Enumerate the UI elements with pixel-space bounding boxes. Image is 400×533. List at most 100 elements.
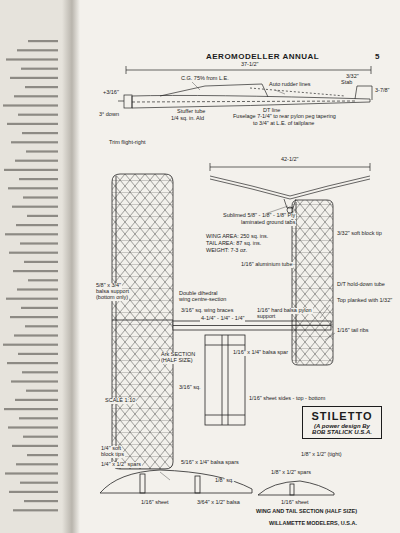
plan-label: D/T hold-down tube (336, 282, 386, 288)
title-box: STILETTO(A power design By BOB STALICK U… (302, 406, 382, 439)
text-line-mark (18, 353, 58, 355)
plan-label: Top planked with 1/32" (336, 298, 393, 304)
plan-label: 3/64" x 1/2" balsa (196, 500, 241, 506)
text-line-mark (20, 242, 58, 244)
plan-label: Auto rudder lines (268, 82, 312, 88)
plan-label: 3/32" soft block tip (336, 231, 383, 237)
text-line-mark (10, 316, 58, 318)
plan-label: 3/16" sq. wing braces (180, 308, 234, 314)
plan-label: 1/16" sheet sides - top - bottom (248, 396, 326, 402)
text-line-mark (28, 279, 58, 281)
tail-planform (292, 200, 333, 365)
text-line-mark (22, 371, 58, 373)
plan-label: 1/4" soft (100, 446, 122, 452)
text-line-mark (3, 104, 58, 106)
plan-label: 1/4" x 1/2" spars (100, 462, 142, 468)
plan-label: WING AREA: 250 sq. ins. (205, 234, 269, 240)
plan-label: 3° down (98, 112, 120, 118)
airfoil-sections (100, 470, 334, 495)
text-line-mark (7, 123, 58, 125)
running-head: 5 (374, 53, 381, 61)
text-line-mark (27, 454, 58, 456)
text-line-mark (25, 86, 58, 88)
text-line-mark (13, 509, 58, 511)
plan-label: 1/16" tail ribs (336, 328, 370, 334)
plan-label: 1/16" sheet (280, 500, 310, 506)
text-line-mark (4, 169, 58, 171)
wing-planform (112, 174, 173, 469)
plan-label: Double dihedral (178, 291, 219, 297)
text-line-mark (25, 325, 58, 327)
plan-label: 5/16" x 1/4" balsa spars (180, 460, 240, 466)
plan-label: 1/16" aluminium tube (240, 262, 293, 268)
text-line-mark (11, 141, 58, 143)
text-line-mark (19, 178, 58, 180)
plan-label: 3/16" sq. (178, 385, 202, 391)
plan-label: WILLAMETTE MODELERS, U.S.A. (268, 521, 358, 527)
plan-label: 1/8" sq. (214, 478, 234, 484)
text-line-mark (26, 150, 58, 152)
plan-label: 42-1/2" (280, 157, 300, 163)
plan-label: 3-7/8" (374, 88, 391, 94)
text-line-mark (17, 49, 58, 51)
gutter-shadow (62, 0, 80, 533)
plan-label: to 3/4" at L.E. of tailplane (252, 121, 315, 127)
plan-label: Stab (340, 80, 353, 86)
text-line-mark (8, 426, 58, 428)
running-head: AEROMODELLER ANNUAL (205, 53, 320, 61)
plan-label: laminated ground tabs (240, 220, 296, 226)
plan-label: Stuffer tube (176, 109, 206, 115)
plan-label: Ark SECTION (160, 352, 196, 358)
plan-label: 3/32" (345, 74, 360, 80)
text-line-mark (8, 187, 58, 189)
facing-page-text (3, 40, 58, 511)
design-title: STILETTO (308, 410, 376, 422)
text-line-mark (16, 224, 58, 226)
text-line-mark (22, 132, 58, 134)
text-line-mark (13, 270, 58, 272)
plan-label: balsa support (95, 289, 130, 295)
plan-label: Sublimed 5/8" - 1/8" - 1/8" Ply (222, 213, 296, 219)
text-line-mark (9, 491, 58, 493)
text-line-mark (5, 472, 58, 474)
plan-label: (HALF SIZE) (160, 358, 193, 364)
facing-page (0, 0, 66, 533)
text-line-mark (12, 206, 58, 208)
plan-label: (bottom only) (95, 295, 129, 301)
text-line-mark (23, 196, 58, 198)
plan-label: 1/16" sheet (140, 500, 170, 506)
text-line-mark (21, 68, 58, 70)
text-line-mark (23, 436, 58, 438)
text-line-mark (9, 252, 58, 254)
text-line-mark (7, 362, 58, 364)
text-line-mark (19, 417, 58, 419)
text-line-mark (6, 298, 58, 300)
text-line-mark (4, 408, 58, 410)
plan-label: support (256, 314, 276, 320)
text-line-mark (28, 40, 58, 42)
text-line-mark (5, 233, 58, 235)
front-view (210, 163, 370, 213)
plan-label: 1/16" x 1/4" balsa spar (232, 350, 289, 356)
text-line-mark (14, 95, 58, 97)
text-line-mark (14, 334, 58, 336)
plan-label: WING AND TAIL SECTION (HALF SIZE) (255, 509, 358, 515)
text-line-mark (15, 399, 58, 401)
text-line-mark (26, 390, 58, 392)
text-line-mark (21, 307, 58, 309)
plan-label: block tips (100, 452, 125, 458)
text-line-mark (27, 215, 58, 217)
plan-label: Fuselage 7-1/4" to rear pylon peg taperi… (232, 114, 337, 120)
plan-label: +3/16" (102, 90, 120, 96)
text-line-mark (20, 482, 58, 484)
text-line-mark (10, 77, 58, 79)
plan-label: 1/4 sq. in. Ald (170, 116, 205, 122)
pylon-section (205, 335, 245, 425)
plan-label: TAIL AREA: 87 sq. ins. (205, 241, 262, 247)
plan-label: DT line (262, 108, 281, 114)
plan-label: Trim flight-right (108, 140, 146, 146)
text-line-mark (11, 380, 58, 382)
plan-label: WEIGHT: 7-3 oz. (205, 248, 248, 254)
text-line-mark (24, 500, 58, 502)
side-view (118, 66, 372, 108)
